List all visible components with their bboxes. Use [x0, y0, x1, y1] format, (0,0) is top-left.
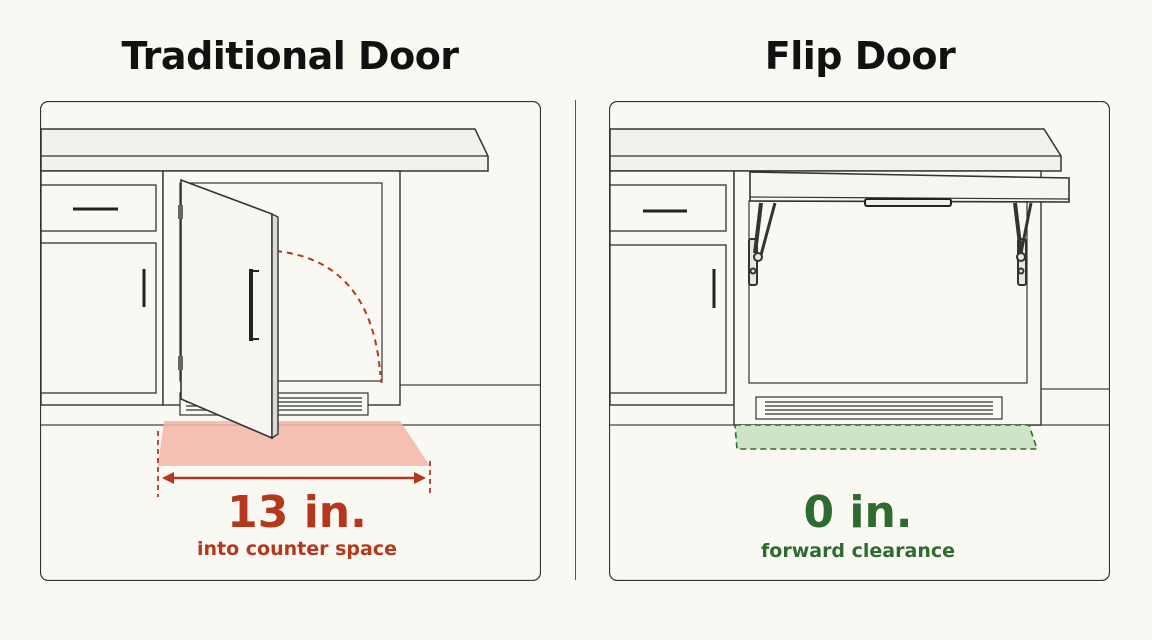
- flip-door-handle: [864, 198, 952, 207]
- flip-door-panel: 0 in. forward clearance: [609, 101, 1110, 581]
- traditional-door-panel: 13 in. into counter space: [40, 101, 541, 581]
- appliance-opening: [748, 200, 1028, 384]
- flip-measurement: 0 in.: [803, 487, 912, 538]
- door-hinge-top: [178, 205, 183, 219]
- vent-grille: [755, 396, 1003, 420]
- traditional-caption: into counter space: [197, 538, 397, 560]
- vent-slats: [765, 401, 993, 415]
- dimension-arrow-right: [414, 472, 426, 484]
- door-edge: [271, 212, 279, 440]
- right-lift-hinge: [1013, 202, 1033, 286]
- vent-slats: [186, 397, 362, 411]
- flip-caption: forward clearance: [761, 540, 955, 562]
- door-handle: [249, 269, 259, 341]
- open-door: [180, 178, 273, 440]
- traditional-measurement: 13 in.: [227, 487, 367, 538]
- traditional-door-title: Traditional Door: [121, 34, 459, 78]
- cabinet-door: [609, 244, 727, 394]
- clearance-zone: [158, 421, 430, 466]
- clearance-zone: [734, 424, 1039, 450]
- panel-divider: [575, 100, 576, 580]
- flip-door-title: Flip Door: [764, 34, 956, 78]
- door-swing-arc: [275, 250, 381, 372]
- cabinet-drawer: [609, 184, 727, 232]
- countertop: [609, 128, 1062, 172]
- door-swing-arc-end: [379, 370, 383, 386]
- left-lift-hinge: [748, 202, 777, 286]
- cabinet-door: [40, 242, 157, 394]
- door-hinge-bottom: [178, 356, 183, 370]
- flip-door-panel-raised: [749, 171, 1070, 203]
- dimension-arrow-left: [162, 472, 174, 484]
- countertop: [40, 128, 489, 172]
